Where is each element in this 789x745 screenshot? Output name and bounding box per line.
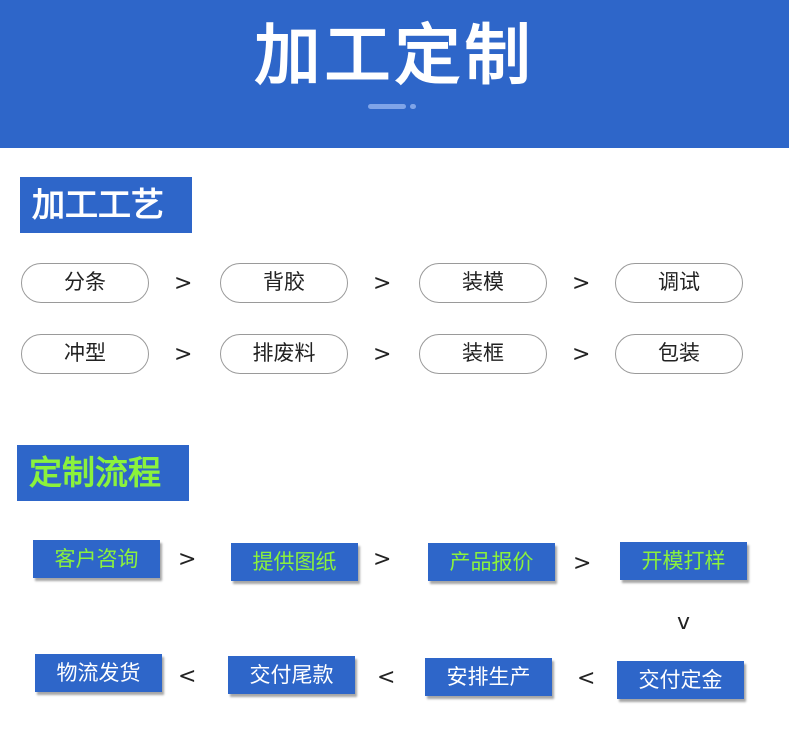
flow-step-sample: 开模打样 bbox=[620, 542, 747, 580]
flow-step-drawings: 提供图纸 bbox=[231, 543, 358, 581]
flow-arrow-left: < bbox=[377, 665, 396, 690]
flow-arrow-right: > bbox=[373, 547, 392, 572]
flow-arrow-down: v bbox=[677, 610, 691, 635]
flow-step-production: 安排生产 bbox=[425, 658, 552, 696]
craft-arrow: > bbox=[572, 271, 591, 296]
craft-step-6: 排废料 bbox=[220, 334, 348, 374]
header-banner: 加工定制 bbox=[0, 0, 789, 148]
flow-section-title: 定制流程 bbox=[17, 445, 189, 501]
craft-arrow: > bbox=[572, 342, 591, 367]
flow-step-quote: 产品报价 bbox=[428, 543, 555, 581]
craft-arrow: > bbox=[174, 271, 193, 296]
craft-arrow: > bbox=[174, 342, 193, 367]
flow-step-final-payment: 交付尾款 bbox=[228, 656, 355, 694]
craft-section-title: 加工工艺 bbox=[20, 177, 192, 233]
craft-arrow: > bbox=[373, 342, 392, 367]
craft-step-4: 调试 bbox=[615, 263, 743, 303]
flow-step-consult: 客户咨询 bbox=[33, 540, 160, 578]
craft-step-8: 包装 bbox=[615, 334, 743, 374]
craft-step-2: 背胶 bbox=[220, 263, 348, 303]
page-title: 加工定制 bbox=[254, 17, 535, 94]
title-underline bbox=[368, 104, 406, 109]
craft-step-7: 装框 bbox=[419, 334, 547, 374]
flow-step-ship: 物流发货 bbox=[35, 654, 162, 692]
craft-step-5: 冲型 bbox=[21, 334, 149, 374]
flow-arrow-right: > bbox=[178, 547, 197, 572]
flow-arrow-left: < bbox=[178, 664, 197, 689]
craft-arrow: > bbox=[373, 271, 392, 296]
title-underline-dot bbox=[410, 104, 416, 109]
flow-arrow-left: < bbox=[577, 666, 596, 691]
craft-step-1: 分条 bbox=[21, 263, 149, 303]
craft-step-3: 装模 bbox=[419, 263, 547, 303]
flow-arrow-right: > bbox=[573, 551, 592, 576]
flow-step-deposit: 交付定金 bbox=[617, 661, 744, 699]
